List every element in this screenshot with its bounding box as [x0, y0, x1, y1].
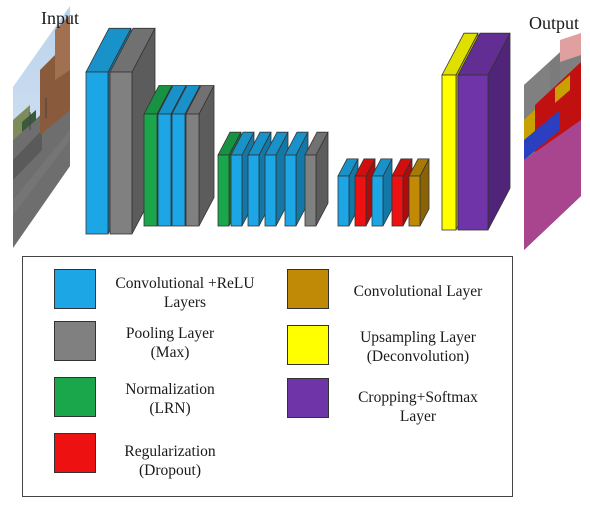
cropping-softmax-swatch-icon	[287, 378, 329, 418]
block-front-face	[457, 74, 489, 231]
block-front-face	[85, 71, 109, 235]
block-front-face	[337, 175, 350, 227]
layer-block-pooling	[185, 85, 215, 227]
block-front-face	[284, 154, 297, 227]
upsampling-swatch-icon	[287, 325, 329, 365]
block-front-face	[230, 154, 243, 227]
legend-label-line: Pooling Layer	[125, 325, 215, 342]
architecture-diagram	[13, 6, 581, 250]
block-front-face	[143, 113, 158, 227]
block-front-face	[304, 154, 317, 227]
normalization-swatch-icon	[54, 377, 96, 417]
block-front-face	[247, 154, 260, 227]
legend-label-line: (Dropout)	[139, 462, 201, 479]
layer-block-cropping-softmax	[457, 32, 511, 231]
block-front-face	[217, 154, 230, 227]
block-front-face	[185, 113, 200, 227]
legend-label-line: Upsampling Layer	[360, 329, 476, 346]
block-front-face	[109, 71, 133, 235]
layer-block-conv-layer	[408, 158, 430, 227]
legend-label-line: Convolutional Layer	[353, 283, 483, 300]
block-front-face	[408, 175, 421, 227]
legend-label-line: Cropping+Softmax	[358, 389, 478, 406]
block-front-face	[264, 154, 277, 227]
legend-label-line: (Deconvolution)	[366, 348, 470, 365]
block-front-face	[157, 113, 172, 227]
legend-label-line: Layers	[163, 294, 207, 311]
block-front-face	[391, 175, 404, 227]
conv-relu-swatch-icon	[54, 269, 96, 309]
block-front-face	[354, 175, 367, 227]
layer-block-pooling	[304, 131, 329, 227]
input-label: Input	[41, 8, 79, 28]
block-front-face	[171, 113, 186, 227]
pooling-swatch-icon	[54, 321, 96, 361]
layer-block-conv-relu	[284, 131, 309, 227]
legend: Convolutional +ReLU Layers Pooling Layer…	[22, 256, 513, 497]
regularization-swatch-icon	[54, 433, 96, 473]
legend-label-line: (Max)	[150, 344, 190, 361]
output-segmentation	[524, 33, 581, 250]
conv-layer-swatch-icon	[287, 269, 329, 309]
layer-blocks	[85, 27, 511, 235]
legend-label-line: Regularization	[124, 443, 216, 460]
block-front-face	[441, 74, 457, 231]
input-image	[13, 6, 70, 248]
output-label: Output	[529, 13, 580, 33]
block-front-face	[371, 175, 384, 227]
legend-label-line: (LRN)	[149, 400, 191, 417]
legend-label-line: Convolutional +ReLU	[115, 275, 255, 292]
legend-label-line: Normalization	[125, 381, 215, 398]
legend-label-line: Layer	[399, 408, 437, 425]
